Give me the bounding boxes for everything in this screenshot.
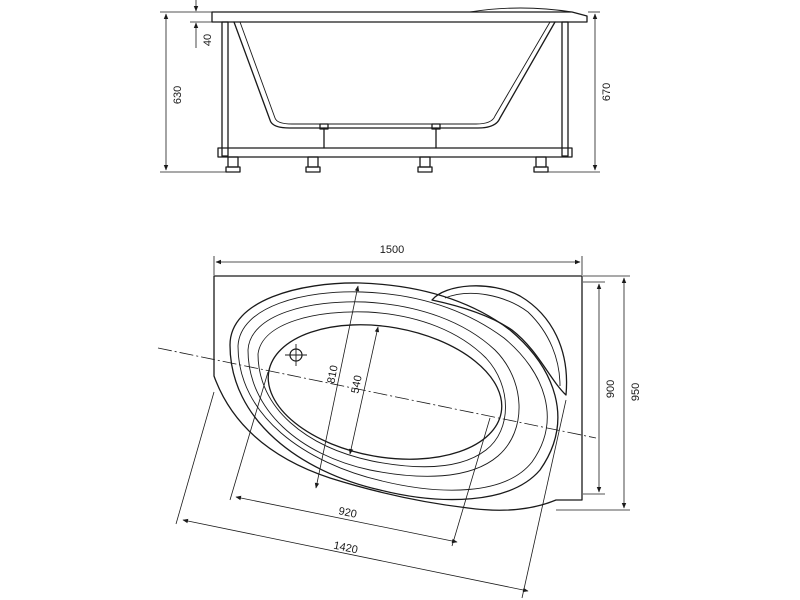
side-rim-headrest bbox=[469, 7, 573, 13]
dim-540: 540 bbox=[348, 326, 380, 455]
dim-1500-label: 1500 bbox=[380, 244, 404, 256]
dim-950: 950 bbox=[556, 275, 642, 511]
side-bowl bbox=[233, 21, 556, 129]
top-outer-rim bbox=[213, 275, 583, 511]
top-view: 1500 900 950 810 540 bbox=[157, 244, 642, 599]
side-frame-right-leg bbox=[561, 21, 569, 157]
side-support-cap-2 bbox=[431, 123, 441, 130]
side-frame-base bbox=[217, 147, 573, 158]
top-bowl-bottom bbox=[267, 324, 503, 460]
dim-40: 40 bbox=[190, 0, 222, 48]
side-view: 630 40 670 bbox=[160, 0, 613, 173]
dim-540-label: 540 bbox=[349, 374, 364, 394]
side-frame-left-leg bbox=[221, 21, 229, 157]
top-centerline bbox=[157, 347, 597, 439]
side-rim bbox=[211, 11, 588, 23]
top-shell-outer-2 bbox=[237, 291, 548, 491]
dim-810-label: 810 bbox=[325, 364, 340, 384]
top-headrest bbox=[431, 285, 568, 396]
dim-900: 900 bbox=[583, 281, 617, 495]
side-bowl-inner bbox=[239, 21, 551, 125]
dim-900-label: 900 bbox=[605, 380, 617, 398]
top-headrest-inner bbox=[444, 292, 561, 387]
dim-630: 630 bbox=[160, 11, 228, 173]
dim-920-label: 920 bbox=[337, 505, 357, 520]
dim-670: 670 bbox=[548, 11, 613, 173]
dim-810: 810 bbox=[314, 285, 360, 489]
dim-920: 920 bbox=[229, 371, 491, 547]
side-feet bbox=[225, 156, 549, 173]
dim-630-label: 630 bbox=[172, 86, 184, 104]
dim-40-label: 40 bbox=[202, 34, 214, 46]
dim-1420-label: 1420 bbox=[332, 540, 358, 557]
drain-icon bbox=[285, 344, 307, 366]
dim-1420: 1420 bbox=[175, 391, 567, 599]
dim-670-label: 670 bbox=[601, 83, 613, 101]
dim-950-label: 950 bbox=[630, 383, 642, 401]
top-shell-outer bbox=[229, 282, 559, 501]
side-support-cap-1 bbox=[319, 123, 329, 130]
dim-1500: 1500 bbox=[213, 244, 583, 275]
